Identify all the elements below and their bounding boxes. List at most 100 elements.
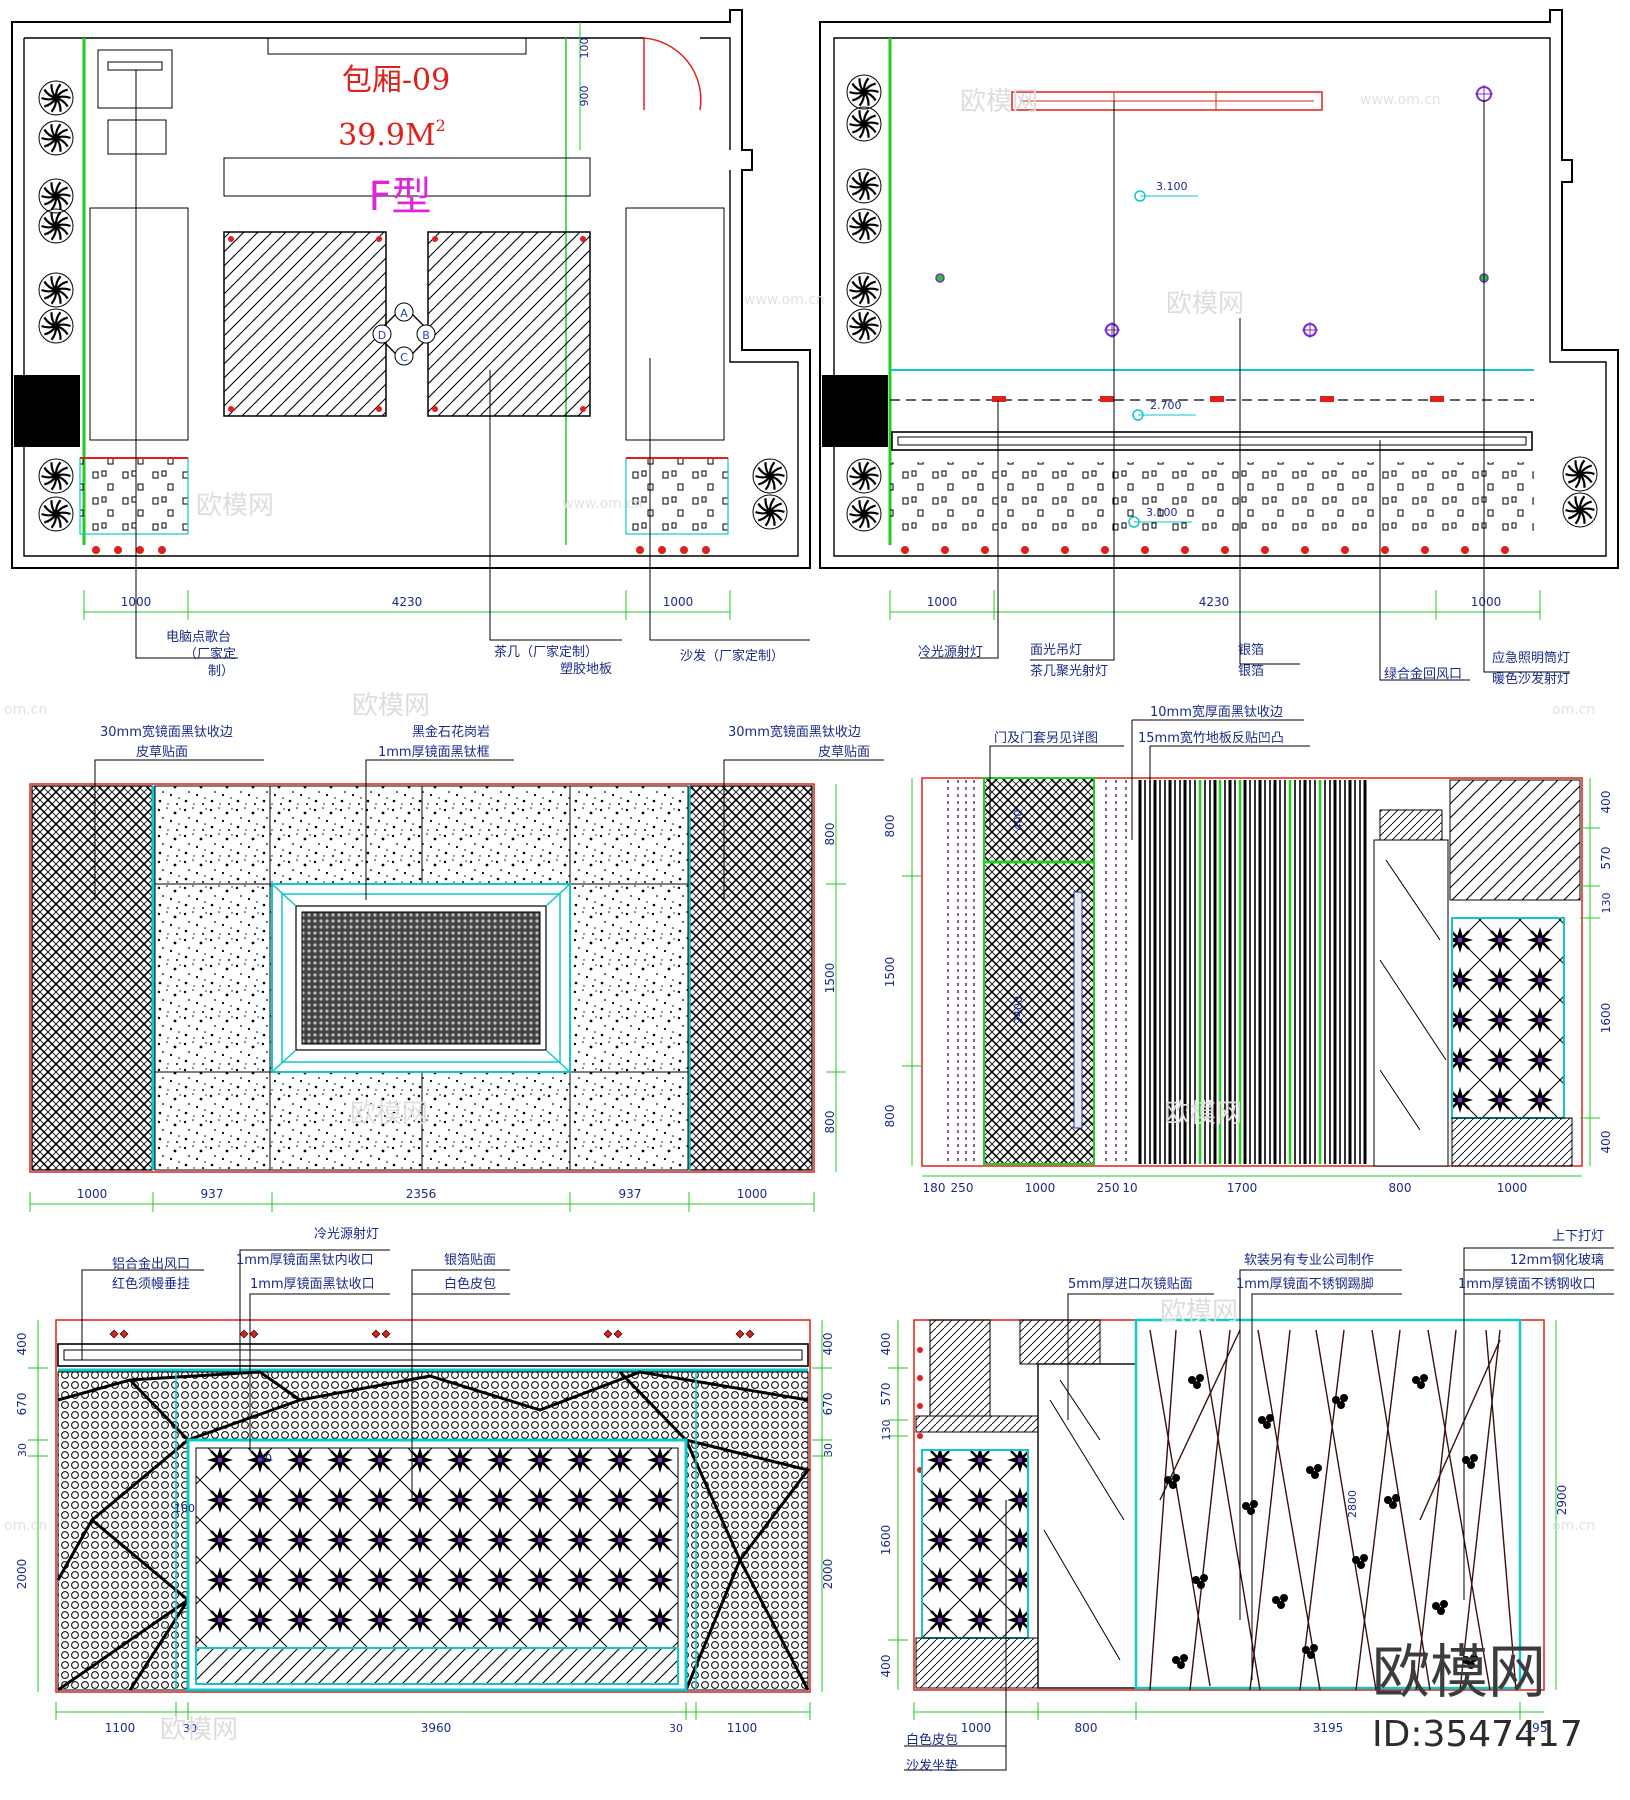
vent-light — [603, 1329, 613, 1339]
label-bamboo: 15mm宽竹地板反贴凹凸 — [1138, 730, 1284, 746]
flower — [1242, 1500, 1258, 1515]
elev-c-dim-3: 30 — [669, 1722, 683, 1735]
ceiling-red-lights — [992, 396, 1444, 402]
branch-line — [1199, 1329, 1261, 1691]
label-steel-trim: 1mm厚镜面不锈钢收口 — [1458, 1277, 1596, 1292]
mirror-reflections — [1379, 859, 1447, 1131]
elev-b-dim-6: 800 — [1389, 1181, 1412, 1195]
elev-c-dim-left-3: 2000 — [15, 1559, 29, 1590]
elev-c-leaders — [81, 1249, 510, 1500]
label-vent: 绿合金回风口 — [1384, 666, 1462, 682]
ceiling-dim-0: 1000 — [927, 595, 958, 609]
plan-column — [14, 375, 80, 447]
door-handle — [1073, 891, 1083, 1129]
plant-column-left — [38, 80, 74, 532]
label-door: 门及门套另见详图 — [994, 730, 1098, 746]
label-mirror-d: 5mm厚进口灰镜贴面 — [1068, 1277, 1193, 1292]
door-mark-1: 2400 — [1012, 996, 1025, 1024]
elev-b-dim-left-1: 1500 — [883, 957, 897, 988]
elev-c-dim-0: 1100 — [105, 1721, 136, 1735]
elev-b-dim-right-4: 400 — [1599, 1131, 1613, 1154]
label-skirting: 1mm厚镜面不锈钢踢脚 — [1236, 1276, 1374, 1292]
elev-d-dim-left-1: 570 — [879, 1383, 893, 1406]
elev-b-left-dims: 800 1500 800 — [883, 778, 922, 1166]
brand-logo-text: 欧模网 — [1372, 1638, 1546, 1706]
elev-b-dim-right-1: 570 — [1599, 847, 1613, 870]
elev-d-upper-hatch — [929, 1319, 991, 1417]
sofa-panel — [1451, 917, 1565, 1119]
feature-panel-stars — [195, 1447, 679, 1649]
label-curtain: 红色须幔垂挂 — [112, 1276, 190, 1292]
feature-panel-base — [195, 1647, 679, 1685]
flower — [1332, 1394, 1348, 1409]
vent-light — [381, 1329, 391, 1339]
brand-block: 欧模网 ID:3547417 — [1372, 1638, 1583, 1755]
stool-letter-b: B — [422, 329, 430, 342]
elev-b-dim-right-0: 400 — [1599, 791, 1613, 814]
plant-symbol — [38, 308, 74, 344]
branch-line — [1419, 1339, 1501, 1521]
elev-d-dim-1: 800 — [1075, 1721, 1098, 1735]
vent-light — [371, 1329, 381, 1339]
ceiling-leaders — [920, 100, 1570, 681]
elev-b-dim-0: 180 — [923, 1181, 946, 1195]
door-frame — [983, 777, 1095, 1165]
plant-symbol — [846, 168, 882, 204]
elev-c-outline — [55, 1319, 811, 1693]
plan-outer-wall — [11, 9, 811, 569]
elev-c-dim-left-2: 30 — [16, 1443, 29, 1457]
watermark-url-7: om.cn — [1552, 1518, 1595, 1534]
label-edge-left: 30mm宽镜面黑钛收边 — [100, 724, 233, 740]
stool-letter-c: C — [400, 351, 408, 364]
plan-bottom-dims: 1000 4230 1000 — [83, 590, 731, 620]
vent-light — [249, 1329, 259, 1339]
branch-line — [1415, 1329, 1457, 1691]
flower — [1272, 1594, 1288, 1609]
elev-b-dim-left-0: 800 — [883, 815, 897, 838]
elevation-d: 400 570 130 1600 400 2900 2800 1000 800 … — [879, 1229, 1614, 1774]
vent-light — [735, 1329, 745, 1339]
elev-d-dim-0: 1000 — [961, 1721, 992, 1735]
label-floor: 塑胶地板 — [560, 661, 612, 677]
plant-symbol — [846, 458, 882, 494]
elev-d-bottom-dims: 1000 800 3195 195 — [913, 1702, 1547, 1735]
sofa-left — [89, 207, 189, 441]
label-tea-table: 茶几（厂家定制） — [494, 644, 598, 660]
label-pendant: 面光吊灯 — [1030, 643, 1082, 658]
branch-line — [1299, 1329, 1345, 1691]
elev-b-dim-right-3: 1600 — [1599, 1003, 1613, 1034]
vent-lights — [109, 1329, 755, 1339]
plant-column-right — [752, 458, 788, 530]
flower — [1306, 1464, 1322, 1479]
plan-leaders — [135, 70, 810, 659]
flower — [1192, 1574, 1208, 1589]
label-soft: 软装另有专业公司制作 — [1244, 1253, 1374, 1268]
vent-light — [119, 1329, 129, 1339]
air-vent-strip — [891, 431, 1533, 451]
sofa-right — [625, 207, 725, 441]
label-emergency: 应急照明筒灯 — [1492, 650, 1570, 666]
label-warm-spot: 暖色沙发射灯 — [1492, 671, 1570, 687]
elev-b-bottom-dims: 180 250 1000 250 10 1700 800 1000 — [922, 1175, 1582, 1195]
bamboo-wall — [1138, 780, 1367, 1164]
bead-curtain-left — [947, 780, 975, 1164]
ceiling-height-1: 2.700 — [1150, 399, 1182, 412]
ceiling-column — [822, 375, 888, 447]
brand-id: ID:3547417 — [1372, 1714, 1583, 1755]
branch-line — [1189, 1329, 1231, 1691]
flower — [1172, 1654, 1188, 1669]
elev-d-dim-2: 3195 — [1313, 1721, 1344, 1735]
label-vent-c: 铝合金出风口 — [112, 1256, 190, 1272]
label-computer-desk-1: 电脑点歌台 — [166, 630, 231, 645]
elevation-a: 800 1500 800 1000 937 2356 937 1000 30mm… — [29, 724, 884, 1212]
label-tea-spot: 茶几聚光射灯 — [1030, 663, 1108, 679]
elev-b-dim-5: 1700 — [1227, 1181, 1258, 1195]
label-edge: 10mm宽厚面黑钛收边 — [1150, 704, 1283, 720]
watermark-1: 欧模网 — [960, 87, 1038, 117]
sofa-base — [1451, 1117, 1573, 1167]
ceiling-height-2: 3.100 — [1146, 506, 1178, 519]
ceiling-fixtures — [935, 85, 1493, 338]
elev-b-dim-left-2: 800 — [883, 1105, 897, 1128]
label-cold-spot: 冷光源射灯 — [918, 644, 983, 660]
watermark-url-3: www.om.cn — [562, 496, 643, 512]
